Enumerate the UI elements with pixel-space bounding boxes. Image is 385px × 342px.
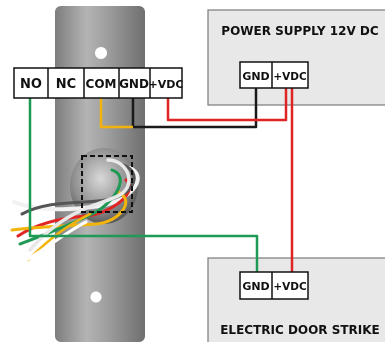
door-strike-title: ELECTRIC DOOR STRIKE bbox=[220, 323, 380, 337]
power-supply-terminals: GND +VDC bbox=[239, 61, 309, 89]
button-terminal-strip: NO NC COM GND +VDC bbox=[13, 67, 184, 99]
wire-no-green bbox=[28, 97, 259, 272]
terminal-vdc: +VDC bbox=[149, 78, 184, 91]
button-terminal-highlight bbox=[81, 155, 133, 213]
terminal-com: COM bbox=[86, 77, 117, 91]
button-back bbox=[70, 148, 138, 224]
power-supply-gnd: GND bbox=[242, 70, 269, 83]
door-strike-terminals: GND +VDC bbox=[239, 271, 309, 300]
power-supply-title: POWER SUPPLY 12V DC bbox=[221, 24, 379, 38]
terminal-no: NO bbox=[20, 77, 42, 92]
wire-gnd-black bbox=[131, 87, 258, 129]
wire-vdc-red-button bbox=[166, 87, 288, 122]
wiring bbox=[28, 87, 294, 272]
mounting-hole-top bbox=[95, 47, 107, 59]
wire-com-yellow bbox=[99, 97, 133, 129]
wire-bundle bbox=[10, 158, 140, 268]
terminal-gnd: GND bbox=[119, 77, 149, 91]
door-strike-vdc: +VDC bbox=[273, 281, 307, 293]
door-strike-gnd: GND bbox=[242, 280, 269, 293]
power-supply-panel bbox=[207, 9, 385, 106]
terminal-nc: NC bbox=[56, 77, 76, 92]
mounting-hole-bottom bbox=[90, 291, 102, 303]
power-supply-vdc: +VDC bbox=[273, 71, 307, 83]
